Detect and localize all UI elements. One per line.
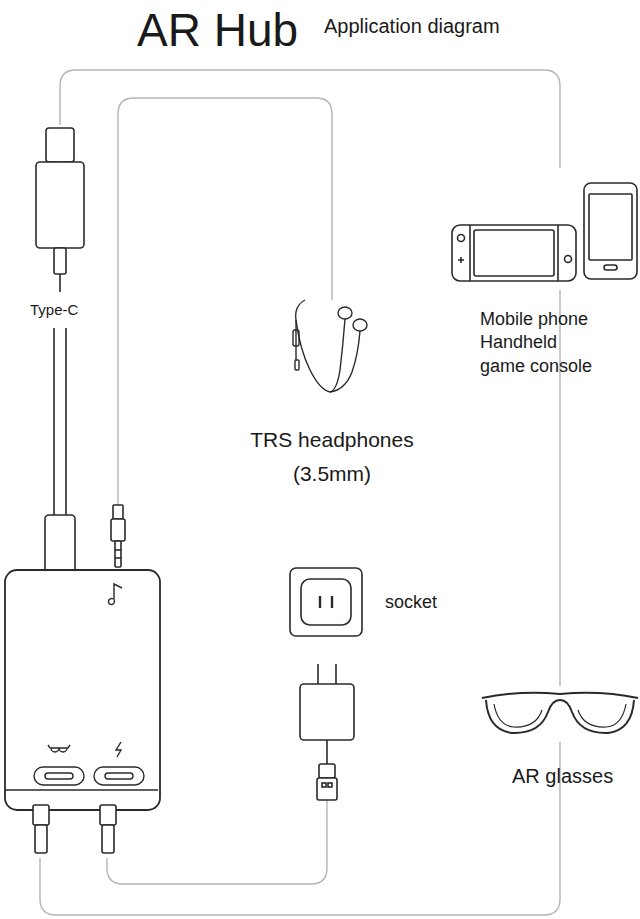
wall-socket bbox=[290, 568, 362, 636]
console-and-phone bbox=[452, 183, 637, 281]
device-label: AR glasses bbox=[512, 764, 613, 789]
headphones-drawing bbox=[293, 300, 367, 392]
ar-glasses-drawing bbox=[482, 693, 638, 733]
ar-hub-device bbox=[5, 570, 160, 853]
title-text: AR Hub bbox=[137, 2, 298, 60]
device-label: TRS headphones (3.5mm) bbox=[232, 423, 432, 490]
connector-label: Type-C bbox=[30, 301, 78, 320]
type-c-plug bbox=[36, 128, 84, 573]
subtitle-text: Application diagram bbox=[324, 14, 500, 39]
device-label: socket bbox=[385, 591, 437, 614]
device-label: Mobile phone Handheld game console bbox=[480, 308, 602, 378]
audio-plug bbox=[111, 505, 125, 567]
power-adapter bbox=[300, 664, 354, 800]
